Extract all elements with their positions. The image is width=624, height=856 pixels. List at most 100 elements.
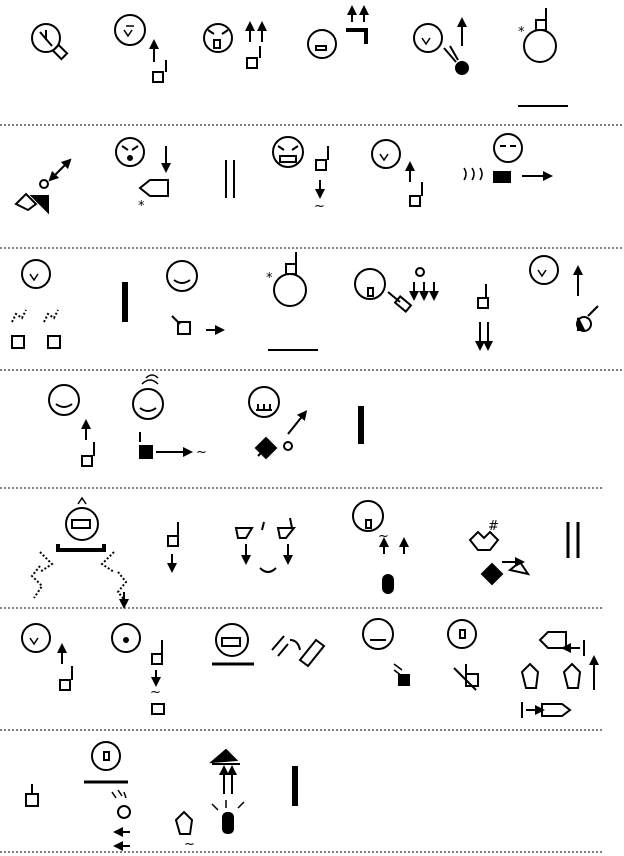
eye-icon — [127, 155, 133, 161]
row-2: * ~ — [14, 133, 553, 215]
hand-shape-icon — [81, 455, 93, 467]
mouth-icon — [103, 751, 110, 761]
hand-shape-icon — [152, 71, 164, 83]
hand-shape-icon — [59, 679, 71, 691]
face-circle-icon — [447, 619, 477, 649]
movement-arrow-icon — [48, 158, 72, 182]
contact-lines-icon — [271, 635, 301, 657]
single-bar-icon — [122, 282, 128, 322]
hand-fill-icon — [29, 195, 49, 215]
row-7: ~ — [25, 741, 298, 852]
sign-18 — [48, 384, 95, 467]
contact-circle-icon — [39, 179, 49, 189]
shoulder-line-icon — [56, 544, 106, 552]
hand-shape-icon — [138, 179, 169, 197]
face-circle-icon — [48, 384, 80, 416]
mouth-icon — [213, 39, 221, 49]
sign-3 — [203, 21, 267, 69]
movement-arrow-icon — [287, 410, 308, 435]
sign-9: ~ — [272, 136, 329, 214]
face-circle-icon — [362, 618, 394, 650]
face-circle-icon — [307, 29, 337, 59]
hand-shape-icon — [174, 810, 194, 835]
hand-shape-icon — [562, 662, 582, 689]
hand-pair-icon — [234, 517, 297, 539]
hand-shape-icon — [51, 43, 69, 61]
mouth-icon — [173, 279, 191, 284]
sign-2 — [114, 14, 167, 83]
face-circle-icon — [371, 139, 401, 169]
hand-shape-icon — [47, 335, 61, 349]
face-mark-icon — [29, 273, 39, 282]
double-bar-icon — [225, 160, 235, 198]
sign-25: # — [468, 519, 531, 586]
face-circle-icon — [248, 386, 280, 418]
sign-32 — [25, 784, 39, 807]
sign-14: * — [266, 252, 318, 351]
sign-20 — [248, 386, 308, 460]
hand-fill-icon — [209, 748, 239, 764]
double-bar-icon — [566, 522, 580, 558]
row-3: * — [11, 252, 599, 351]
single-bar-icon — [358, 406, 364, 444]
wiggle-movement-icon — [11, 309, 59, 323]
sign-12 — [11, 259, 61, 349]
contact-lines-icon — [211, 800, 245, 811]
mouth-icon — [55, 403, 73, 408]
tilde-symbol: ~ — [150, 685, 161, 700]
hand-fill-icon — [398, 674, 410, 686]
face-circle-icon — [21, 259, 51, 289]
face-circle-icon — [529, 255, 559, 285]
hand-fill-icon — [222, 812, 234, 834]
mouth-icon — [365, 519, 372, 529]
breath-lines-icon — [463, 167, 483, 181]
hand-fill-icon — [382, 574, 394, 594]
face-circle-icon — [203, 23, 233, 53]
row-6: ~ — [21, 618, 599, 718]
arm-movement-icon — [100, 551, 128, 603]
hash-symbol: # — [488, 519, 499, 534]
sign-19: ~ — [132, 374, 207, 460]
hand-shape-icon — [535, 19, 547, 31]
asterisk-symbol: * — [518, 25, 525, 40]
head-circle-icon — [273, 273, 307, 307]
sign-4 — [307, 5, 369, 59]
tilde-symbol: ~ — [184, 837, 195, 852]
eye-icon — [123, 637, 129, 643]
sign-6: * — [518, 8, 568, 107]
face-circle-icon — [352, 500, 384, 532]
mouth-icon — [315, 45, 327, 51]
hand-shape-icon — [177, 321, 191, 335]
face-circle-icon — [114, 14, 146, 46]
sign-33 — [84, 741, 131, 851]
asterisk-symbol: * — [266, 271, 273, 286]
sign-13 — [166, 260, 225, 335]
face-mark-icon — [379, 153, 389, 162]
finger-icon — [587, 305, 599, 317]
face-circle-icon — [166, 260, 198, 292]
hand-fill-icon — [577, 317, 586, 331]
arm-movement-icon — [30, 551, 54, 599]
hand-fill-icon — [493, 171, 511, 183]
face-circle-icon — [65, 507, 99, 541]
hand-shape-icon — [117, 805, 131, 819]
path-arc-icon — [259, 567, 277, 573]
hand-fill-icon — [139, 445, 153, 459]
sign-11 — [463, 133, 553, 183]
sign-27: ~ — [111, 623, 165, 715]
sign-26 — [21, 623, 73, 691]
contact-lines-icon — [111, 789, 127, 799]
contact-lines-icon — [443, 45, 459, 63]
sign-15 — [354, 267, 439, 313]
hand-shape-icon — [167, 535, 179, 547]
hand-shape-icon — [520, 662, 540, 689]
face-circle-icon — [132, 388, 164, 420]
finger-icon — [171, 315, 181, 325]
face-circle-icon — [413, 23, 443, 53]
sign-22 — [167, 522, 179, 573]
sign-8: * — [115, 137, 171, 214]
head-movement-icon — [141, 374, 159, 385]
sign-30 — [447, 619, 479, 691]
mouth-icon — [459, 629, 466, 639]
